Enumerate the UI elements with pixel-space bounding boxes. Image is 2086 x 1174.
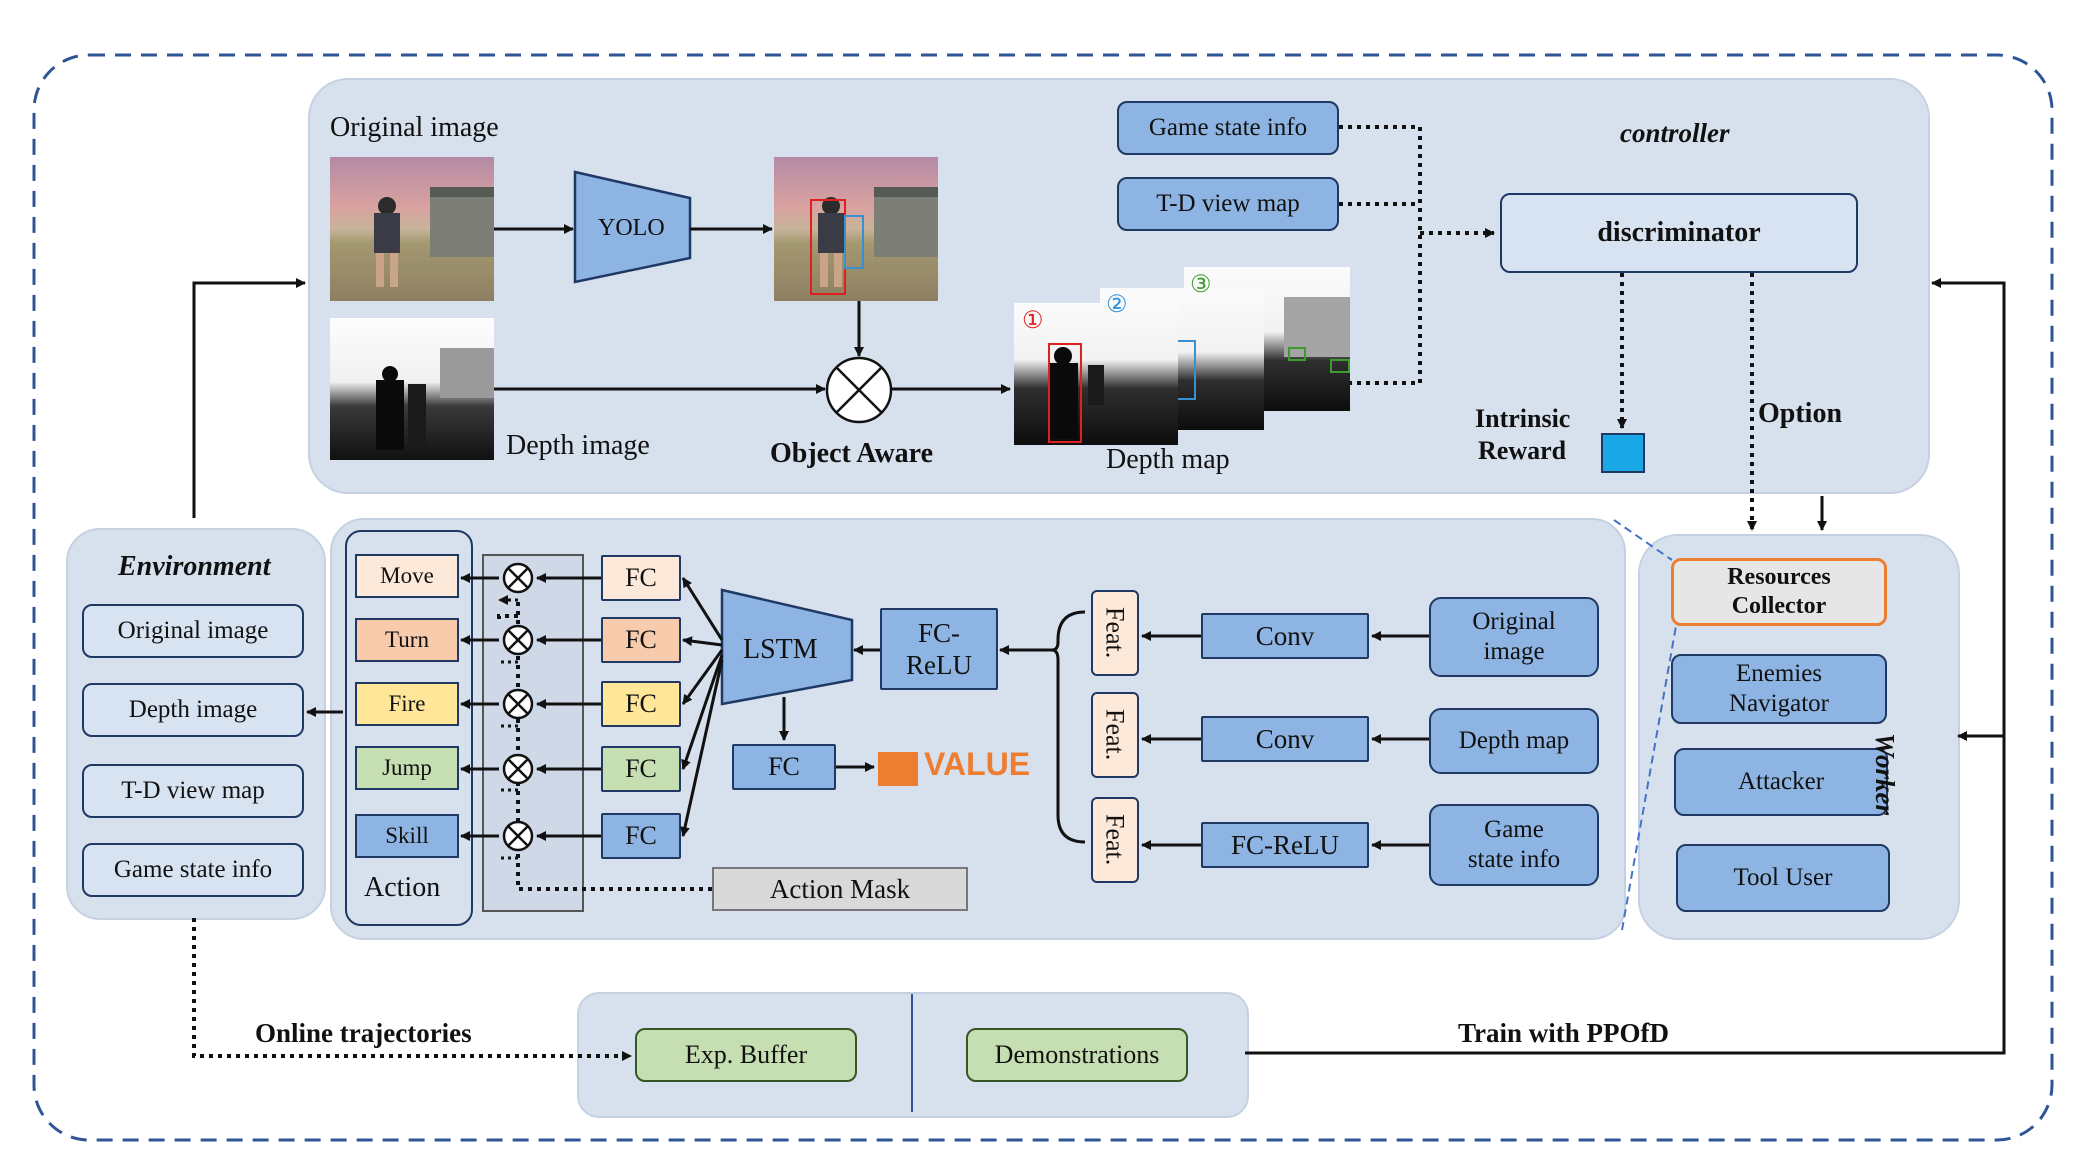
feat-label-1: Feat.	[1100, 607, 1130, 659]
outer-frame	[32, 53, 2054, 1142]
env-game-state-info: Game state info	[82, 843, 304, 897]
input-game-state-line1: Game	[1484, 816, 1544, 843]
enemies-navigator-box: Enemies Navigator	[1671, 654, 1887, 724]
fc-fire: FC	[601, 681, 681, 727]
resources-collector-box: Resources Collector	[1671, 558, 1887, 626]
depth-marker-2: ②	[1106, 292, 1128, 318]
env-td-view-map: T-D view map	[82, 764, 304, 818]
action-turn: Turn	[355, 618, 459, 662]
action-move: Move	[355, 554, 459, 598]
action-skill: Skill	[355, 814, 459, 858]
fc-relu-top-box: FC- ReLU	[880, 608, 998, 690]
game-state-info-box: Game state info	[1117, 101, 1339, 155]
yolo-trapezoid	[573, 170, 692, 284]
depth-map-label: Depth map	[1106, 444, 1230, 475]
fc-relu-game-state: FC-ReLU	[1201, 822, 1369, 868]
input-game-state-info: Game state info	[1429, 804, 1599, 886]
intrinsic-reward-label-1: Intrinsic	[1475, 404, 1571, 433]
input-original-line1: Original	[1472, 608, 1556, 635]
exp-buffer-box: Exp. Buffer	[635, 1028, 857, 1082]
enemies-line1: Enemies	[1735, 660, 1823, 687]
action-mask-box: Action Mask	[712, 867, 968, 911]
fc-turn: FC	[601, 617, 681, 663]
feat-game-state: Feat.	[1091, 797, 1139, 883]
yolo-label: YOLO	[598, 215, 665, 241]
conv-original: Conv	[1201, 613, 1369, 659]
object-aware-label: Object Aware	[770, 438, 934, 469]
original-image-thumbnail	[330, 157, 494, 301]
value-square	[878, 752, 918, 786]
mask-column	[482, 554, 584, 912]
conv-depth: Conv	[1201, 716, 1369, 762]
blue-bounding-box	[844, 215, 864, 269]
action-fire: Fire	[355, 682, 459, 726]
demonstrations-box: Demonstrations	[966, 1028, 1188, 1082]
intrinsic-reward-label-2: Reward	[1478, 436, 1567, 465]
input-original-image: Original image	[1429, 597, 1599, 677]
input-depth-map: Depth map	[1429, 708, 1599, 774]
depth-image-thumbnail	[330, 318, 494, 460]
online-trajectories-label: Online trajectories	[255, 1018, 472, 1048]
controller-title: controller	[1620, 118, 1730, 148]
fc-jump: FC	[601, 746, 681, 792]
resources-line1: Resources	[1727, 564, 1831, 591]
original-image-label: Original image	[330, 112, 499, 143]
attacker-box: Attacker	[1674, 748, 1888, 816]
feat-label-2: Feat.	[1100, 709, 1130, 761]
detected-image-thumbnail	[774, 157, 938, 301]
discriminator-box: discriminator	[1500, 193, 1858, 273]
action-label: Action	[364, 872, 441, 903]
fc-skill: FC	[601, 813, 681, 859]
buffer-divider	[911, 994, 913, 1112]
resources-line2: Collector	[1731, 593, 1827, 619]
feat-label-3: Feat.	[1100, 814, 1130, 866]
fc-value-box: FC	[732, 744, 836, 790]
environment-title: Environment	[118, 551, 271, 582]
tool-user-box: Tool User	[1676, 844, 1890, 912]
depth-marker-1: ①	[1022, 308, 1044, 334]
value-label: VALUE	[924, 746, 1031, 782]
input-game-state-line2: state info	[1467, 846, 1561, 873]
train-ppofd-label: Train with PPOfD	[1458, 1018, 1669, 1048]
input-original-line2: image	[1483, 638, 1545, 665]
depth-map-1	[1014, 303, 1178, 445]
fc-move: FC	[601, 555, 681, 601]
enemies-line2: Navigator	[1729, 690, 1829, 717]
depth-marker-3: ③	[1190, 272, 1212, 298]
feat-depth: Feat.	[1091, 692, 1139, 778]
fc-relu-line2: ReLU	[906, 650, 972, 680]
feat-original: Feat.	[1091, 590, 1139, 676]
intrinsic-reward-square	[1601, 433, 1645, 473]
td-view-map-box: T-D view map	[1117, 177, 1339, 231]
fc-relu-line1: FC-	[917, 617, 961, 648]
depth-image-label: Depth image	[506, 430, 650, 461]
lstm-label: LSTM	[743, 634, 818, 665]
env-depth-image: Depth image	[82, 683, 304, 737]
env-original-image: Original image	[82, 604, 304, 658]
option-label: Option	[1758, 398, 1843, 429]
action-jump: Jump	[355, 746, 459, 790]
